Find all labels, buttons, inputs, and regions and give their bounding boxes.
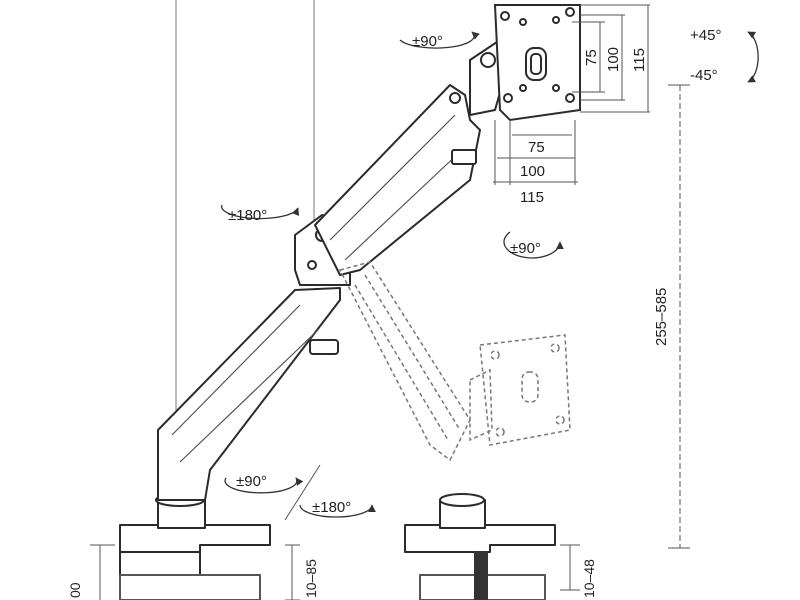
label-tilt-down: -45° <box>690 67 718 84</box>
label-rot-upper-arm: ±180° <box>228 207 267 224</box>
ghost-vesa-plate <box>479 334 571 446</box>
tilt-arc <box>747 31 759 83</box>
label-vesa-115-horizontal: 115 <box>520 189 544 206</box>
label-vesa-75-horizontal: 75 <box>528 139 545 156</box>
grommet-base <box>404 493 556 600</box>
label-vesa-100-horizontal: 100 <box>520 163 545 180</box>
monitor-arm-solid <box>119 39 506 600</box>
label-vesa-75-vertical: 75 <box>583 49 600 66</box>
lower-arm <box>157 287 341 501</box>
label-left-edge-value: 00 <box>67 582 83 598</box>
rotation-arcs <box>221 31 759 518</box>
label-grommet-thickness: 10–48 <box>581 559 597 598</box>
clamp-top-plate <box>119 524 271 553</box>
clamp-screw-plate <box>119 574 261 600</box>
label-rot-base-arm: ±90° <box>236 473 267 490</box>
label-vesa-115-vertical: 115 <box>631 48 648 72</box>
label-height-range: 255–585 <box>653 288 670 346</box>
ghost-upper-arm <box>338 261 471 462</box>
vesa-plate <box>493 4 581 122</box>
upper-arm <box>314 84 481 276</box>
label-rot-base: ±180° <box>312 499 351 516</box>
label-vesa-100-vertical: 100 <box>605 47 622 72</box>
label-rot-head: ±90° <box>412 33 443 50</box>
monitor-arm-ghost <box>338 261 571 462</box>
dimension-lines <box>90 4 690 600</box>
label-rot-monitor: ±90° <box>510 240 541 257</box>
label-tilt-up: +45° <box>690 27 721 44</box>
label-clamp-thickness: 10–85 <box>303 559 319 598</box>
